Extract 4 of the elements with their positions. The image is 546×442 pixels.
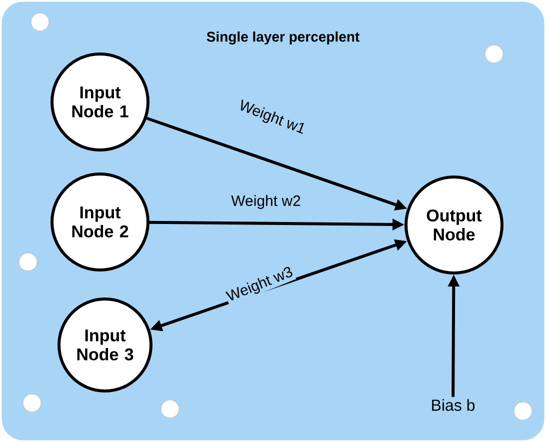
edge-label: Weight w2 — [230, 194, 302, 210]
edge-label: Weight w3 — [224, 264, 296, 306]
bias-label: Bias b — [432, 399, 475, 411]
title: Single layer perceplent — [206, 31, 360, 45]
